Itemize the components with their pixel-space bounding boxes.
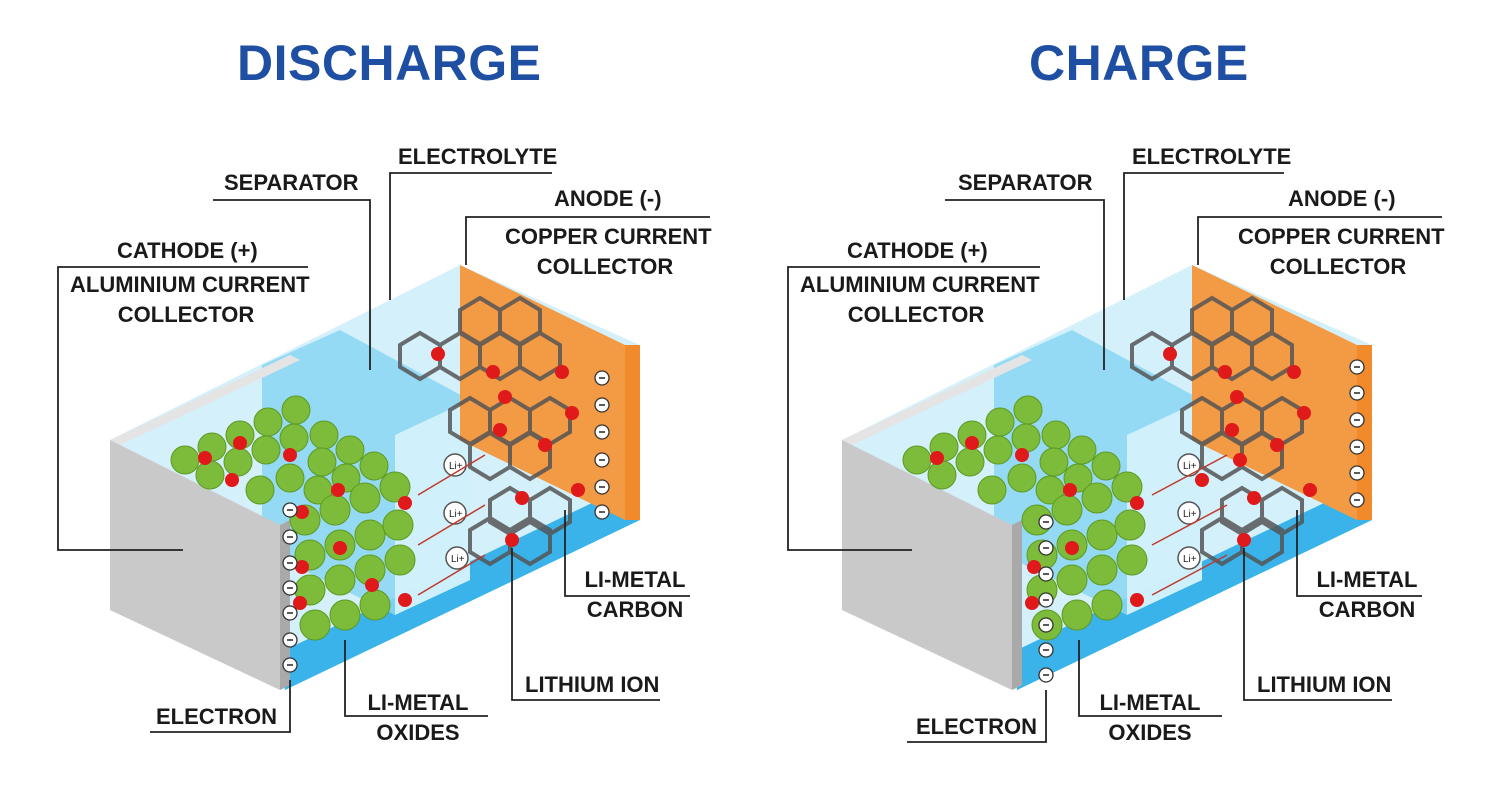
aluminium-collector-label: ALUMINIUM CURRENT COLLECTOR [800,270,1040,330]
li-badge-text: Li+ [1183,554,1197,565]
cathode-top [842,355,1032,445]
electron-label: ELECTRON [156,704,277,729]
li-metal-carbon-line-1: LI-METAL [584,567,686,592]
lithium-ion-particles [930,347,1317,610]
li-badge-text: Li+ [449,461,463,472]
li-metal-oxides-line-1: LI-METAL [1099,690,1201,715]
separator-label: SEPARATOR [958,170,1093,195]
lithium-ion-label: LITHIUM ION [525,672,660,697]
cathode-front [842,440,1012,690]
li-badges [1177,453,1201,570]
li-badges [443,453,469,570]
ion-arrows [417,454,486,596]
battery-cell-diagram: Li+ Li+ Li+ [57,172,710,733]
li-metal-oxides-line-1: LI-METAL [367,690,469,715]
ion-arrows [1151,454,1228,596]
anode-label: ANODE (-) [1288,186,1396,211]
panel-title: DISCHARGE [237,35,542,91]
anode-edge [625,345,640,520]
li-metal-carbon-line-2: CARBON [1318,597,1416,622]
li-metal-oxides-label: LI-METAL OXIDES [1090,688,1210,748]
lithium-ion-label: LITHIUM ION [1257,672,1392,697]
li-badge-text: Li+ [451,554,465,565]
aluminium-collector-label: ALUMINIUM CURRENT COLLECTOR [70,270,310,330]
panel-title: CHARGE [1029,35,1249,91]
lithium-ion-particles [198,347,585,610]
cathode-label: CATHODE (+) [847,238,988,263]
cathode-label: CATHODE (+) [117,238,258,263]
discharge-panel: DISCHARGE [57,35,712,748]
charge-panel: CHARGE [732,0,1482,797]
copper-line-1: COPPER CURRENT [1238,224,1445,249]
copper-line-2: COLLECTOR [536,254,674,279]
li-metal-oxides-line-2: OXIDES [1108,720,1192,745]
callout-lines [787,172,1442,743]
li-metal-carbon-line-1: LI-METAL [1316,567,1418,592]
aluminium-line-1: ALUMINIUM CURRENT [800,272,1040,297]
aluminium-line-2: COLLECTOR [117,302,255,327]
copper-collector-label: COPPER CURRENT COLLECTOR [1238,222,1445,282]
battery-cell-diagram: Li+ Li+ Li+ [787,172,1442,743]
li-badge-text: Li+ [1183,509,1197,520]
electron-label: ELECTRON [916,714,1037,739]
aluminium-line-1: ALUMINIUM CURRENT [70,272,310,297]
cathode-front [110,440,280,690]
aluminium-line-2: COLLECTOR [847,302,985,327]
li-metal-carbon-label: LI-METAL CARBON [1312,565,1422,625]
graphite-layers [1130,295,1304,567]
li-badge-text: Li+ [449,509,463,520]
cathode-top [110,355,300,445]
electrolyte-label: ELECTROLYTE [1132,144,1292,169]
anode-label: ANODE (-) [554,186,662,211]
electrolyte-label: ELECTROLYTE [398,144,558,169]
graphite-layers [398,295,572,567]
cathode-side [1012,520,1022,690]
li-metal-oxides-line-2: OXIDES [376,720,460,745]
copper-collector-label: COPPER CURRENT COLLECTOR [505,222,712,282]
li-metal-oxides-label: LI-METAL OXIDES [358,688,478,748]
copper-line-1: COPPER CURRENT [505,224,712,249]
li-badge-text: Li+ [1183,461,1197,472]
li-metal-carbon-line-2: CARBON [586,597,684,622]
separator-label: SEPARATOR [224,170,359,195]
copper-line-2: COLLECTOR [1269,254,1407,279]
li-metal-carbon-label: LI-METAL CARBON [580,565,690,625]
callout-lines [57,172,710,733]
